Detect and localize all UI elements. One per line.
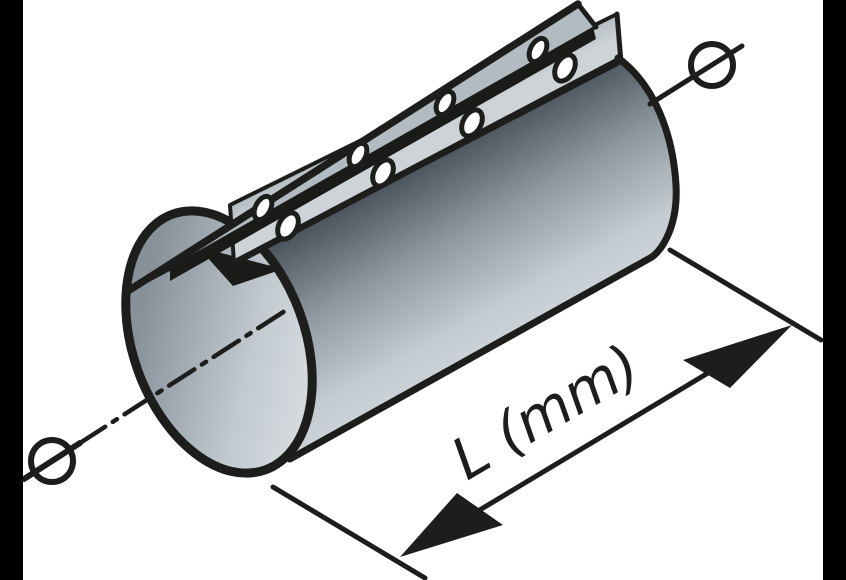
extension-line-right <box>667 247 824 343</box>
back-plate-right-edge <box>575 1 599 30</box>
diameter-leader-group <box>647 41 745 107</box>
bolt-hole-icon <box>370 157 396 189</box>
bolt-hole-icon <box>459 107 485 139</box>
cylinder-body <box>200 58 677 475</box>
dimension-arrowhead-right-icon <box>683 325 792 388</box>
dimension-arrowhead-left-icon <box>400 493 503 557</box>
bolt-hole-icon <box>433 88 457 118</box>
center-axis-dashdot-line <box>77 306 291 446</box>
bolt-hole-icon <box>552 52 578 84</box>
extension-line-left <box>270 484 428 580</box>
bolt-holes <box>251 35 578 242</box>
diameter-symbol-bottom-left-icon <box>28 437 76 485</box>
diameter-symbol-top-right-icon <box>688 41 736 89</box>
bottom-silhouette-edge <box>286 253 656 463</box>
bolt-hole-icon <box>526 35 550 65</box>
cylinder-far-end-arc <box>614 54 680 261</box>
centerline-group <box>21 306 291 485</box>
bolt-hole-icon <box>275 210 301 242</box>
dimension-shaft-line <box>475 370 711 514</box>
right-black-bar <box>823 0 846 580</box>
left-black-bar <box>0 0 23 580</box>
bolt-hole-icon <box>251 193 275 223</box>
flange-root-shadow <box>198 247 283 286</box>
front-plate-right-edge <box>614 11 624 65</box>
bolt-hole-icon <box>346 140 370 170</box>
flange-gap-band <box>170 27 596 281</box>
